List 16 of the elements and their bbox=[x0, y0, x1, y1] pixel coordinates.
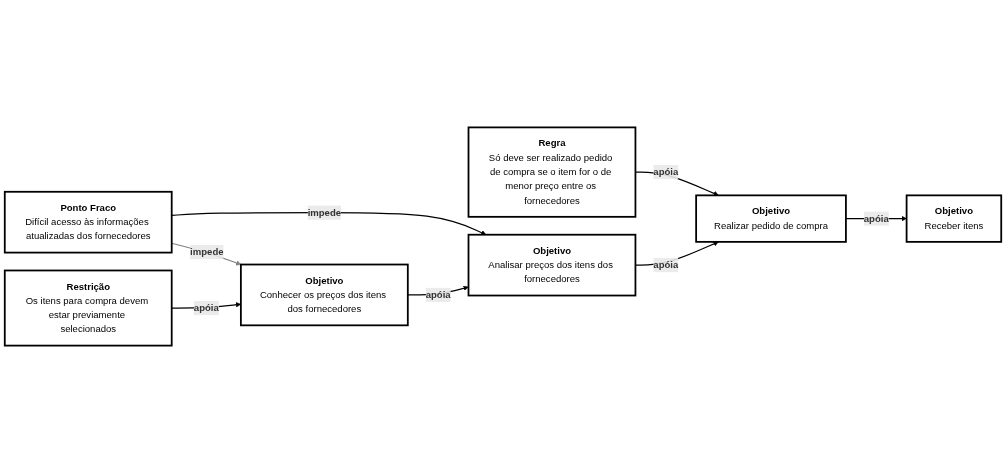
edge-label: apóia bbox=[653, 166, 679, 177]
node-box: Objetivo Receber itens bbox=[905, 194, 1003, 243]
edge-label: apóia bbox=[863, 213, 889, 224]
node-box: Objetivo Conhecer os preços dos itens dos fornecedores bbox=[240, 263, 409, 327]
node-box: Regra Só deve ser realizado pedido de compra se o item for o de menor preço entre os fornecedores bbox=[467, 126, 637, 218]
edge-label: impede bbox=[190, 246, 224, 257]
node-box: Ponto Fraco Difícil acesso às informações atualizadas dos fornecedores bbox=[3, 190, 173, 254]
node-box: Restrição Os itens para compra devem estar previamente selecionados bbox=[3, 269, 173, 347]
edge-label: apóia bbox=[425, 289, 451, 300]
edge-label: apóia bbox=[653, 259, 679, 270]
edge-label: apóia bbox=[193, 302, 219, 313]
arrow bbox=[171, 212, 487, 236]
arrow bbox=[171, 242, 242, 266]
node-box: Objetivo Analisar preços dos itens dos fornecedores bbox=[467, 233, 637, 297]
node-box: Objetivo Realizar pedido de compra bbox=[695, 194, 847, 243]
edge-label: impede bbox=[307, 207, 342, 218]
